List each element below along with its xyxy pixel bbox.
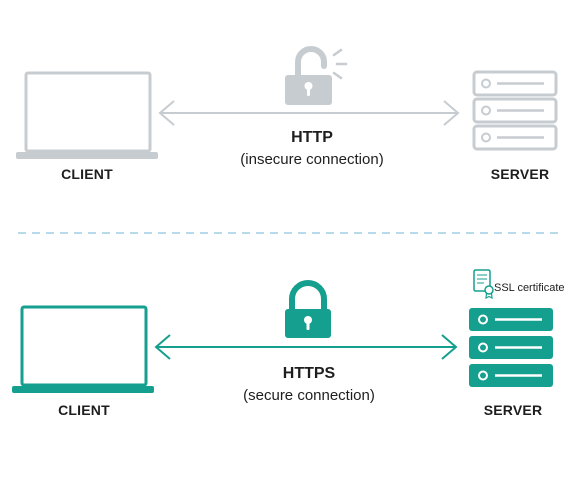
https-protocol-label: HTTPS bbox=[282, 365, 336, 382]
http-client-label: CLIENT bbox=[61, 166, 113, 182]
https-locked-padlock-icon bbox=[285, 280, 331, 338]
https-connection-arrow bbox=[154, 334, 458, 360]
https-client-laptop-icon bbox=[12, 305, 154, 393]
ssl-certificate-icon bbox=[473, 269, 494, 300]
http-server-icon bbox=[472, 70, 558, 151]
http-connection-label: (insecure connection) bbox=[240, 151, 384, 168]
https-client-label: CLIENT bbox=[58, 402, 110, 418]
http-unlocked-padlock-icon bbox=[285, 46, 348, 105]
ssl-certificate-label: SSL certificate bbox=[494, 282, 565, 294]
http-server-label: SERVER bbox=[490, 166, 550, 182]
https-connection-label: (secure connection) bbox=[243, 387, 375, 404]
http-client-laptop-icon bbox=[16, 71, 158, 159]
http-connection-arrow bbox=[158, 100, 460, 126]
https-server-icon bbox=[469, 308, 553, 387]
http-protocol-label: HTTP bbox=[291, 129, 333, 146]
https-server-label: SERVER bbox=[483, 402, 543, 418]
